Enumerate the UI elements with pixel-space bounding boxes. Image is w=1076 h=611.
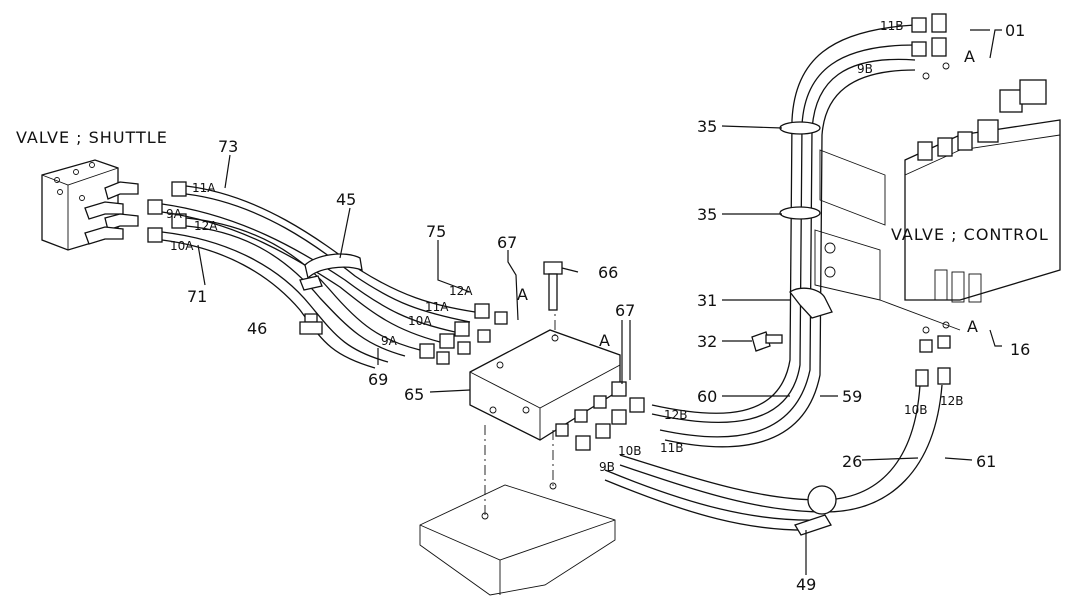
part-66: 66 [598,263,618,282]
hose-label-12a-shuttle: 12A [194,219,218,233]
part-75: 75 [426,222,446,241]
control-valve-title: VALVE ; CONTROL [891,225,1049,244]
hose-label-11a-shuttle: 11A [192,181,216,195]
bolt-32 [751,331,783,352]
hose-label-10b-block: 10B [618,444,642,458]
hose-label-10b-valve: 10B [904,403,928,417]
hose-label-9a-block: 9A [381,334,398,348]
part-49: 49 [796,575,816,594]
hose-label-12a-block: 12A [449,284,473,298]
part-01: 01 [1005,21,1025,40]
clamp-45 [299,253,363,291]
hose-label-9b-valve: 9B [857,62,873,76]
part-31: 31 [697,291,717,310]
clamp-49 [794,485,837,536]
control-valve [814,79,1061,331]
bolt-46 [299,313,323,335]
part-16: 16 [1010,340,1030,359]
part-71: 71 [187,287,207,306]
hose-label-10a-shuttle: 10A [170,239,194,253]
part-35-lower: 35 [697,205,717,224]
shuttle-valve [41,159,187,251]
part-45: 45 [336,190,356,209]
block-fittings-left [419,303,508,365]
part-59: 59 [842,387,862,406]
part-60: 60 [697,387,717,406]
callout-a-block-upper: A [517,285,528,304]
hose-label-9b-block: 9B [599,460,615,474]
hose-label-11b-block: 11B [660,441,684,455]
part-67-lower: 67 [615,301,635,320]
part-67-upper: 67 [497,233,517,252]
callout-a-block-lower: A [599,331,610,350]
hose-label-9a-shuttle: 9A [166,207,183,221]
hose-label-11b-valve: 11B [880,19,904,33]
clamps-35 [779,121,821,220]
block-fittings-right [555,381,645,451]
callout-a-right: A [967,317,978,336]
part-69: 69 [368,370,388,389]
hose-label-10a-block: 10A [408,314,432,328]
part-46: 46 [247,319,267,338]
part-32: 32 [697,332,717,351]
part-73: 73 [218,137,238,156]
callout-a-top: A [964,47,975,66]
hose-bundle-right [604,24,943,531]
leader-lines [197,29,1002,575]
part-26: 26 [842,452,862,471]
part-35-upper: 35 [697,117,717,136]
part-65: 65 [404,385,424,404]
part-61: 61 [976,452,996,471]
shuttle-valve-title: VALVE ; SHUTTLE [16,128,168,147]
hose-label-12b-valve: 12B [940,394,964,408]
control-valve-fittings [911,13,951,387]
bolt-66 [543,261,563,311]
hose-label-12b-block: 12B [664,408,688,422]
hose-label-11a-block: 11A [425,300,449,314]
clamp-31 [789,287,833,319]
